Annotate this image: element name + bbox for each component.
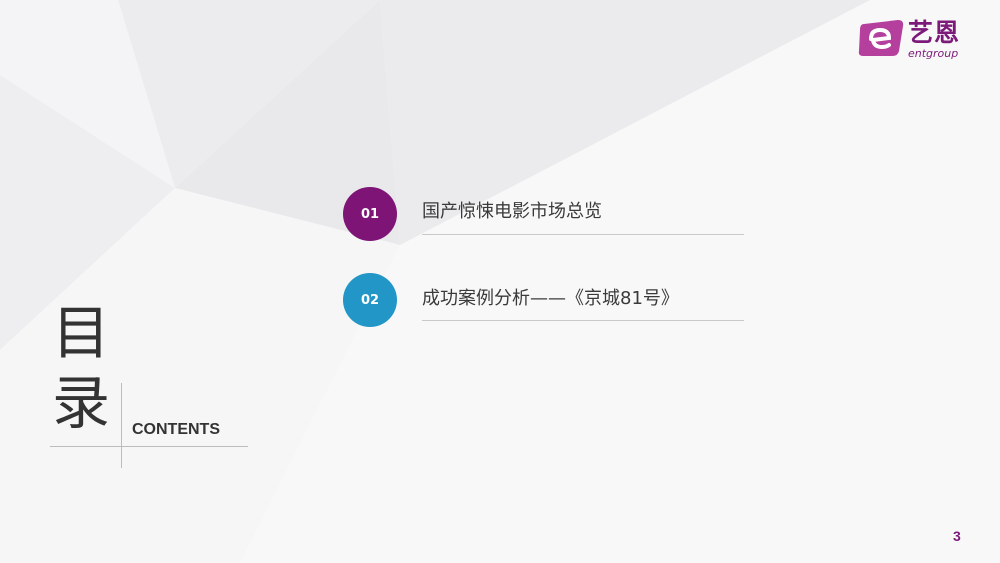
item-number: 02 (360, 292, 380, 308)
item-divider (422, 234, 744, 235)
title-char-lu: 录 (52, 369, 111, 437)
logo-chinese-name: 艺恩 (908, 18, 961, 47)
title-vertical-divider (121, 383, 122, 468)
page-number: 3 (953, 528, 961, 544)
toc-item-label: 国产惊悚电影市场总览 (422, 201, 602, 222)
title-char-mu: 目 (52, 299, 111, 367)
logo-english-name: entgroup (908, 47, 959, 60)
entgroup-logo-icon (858, 20, 904, 56)
contents-subtitle: CONTENTS (132, 421, 220, 438)
item-number-badge: 02 (343, 273, 397, 327)
brand-logo: 艺恩 entgroup (858, 18, 973, 63)
item-number: 01 (360, 206, 380, 222)
title-horizontal-divider (50, 446, 248, 447)
item-divider (422, 320, 744, 321)
item-number-badge: 01 (343, 187, 397, 241)
toc-item-label: 成功案例分析——《京城81号》 (422, 288, 679, 309)
